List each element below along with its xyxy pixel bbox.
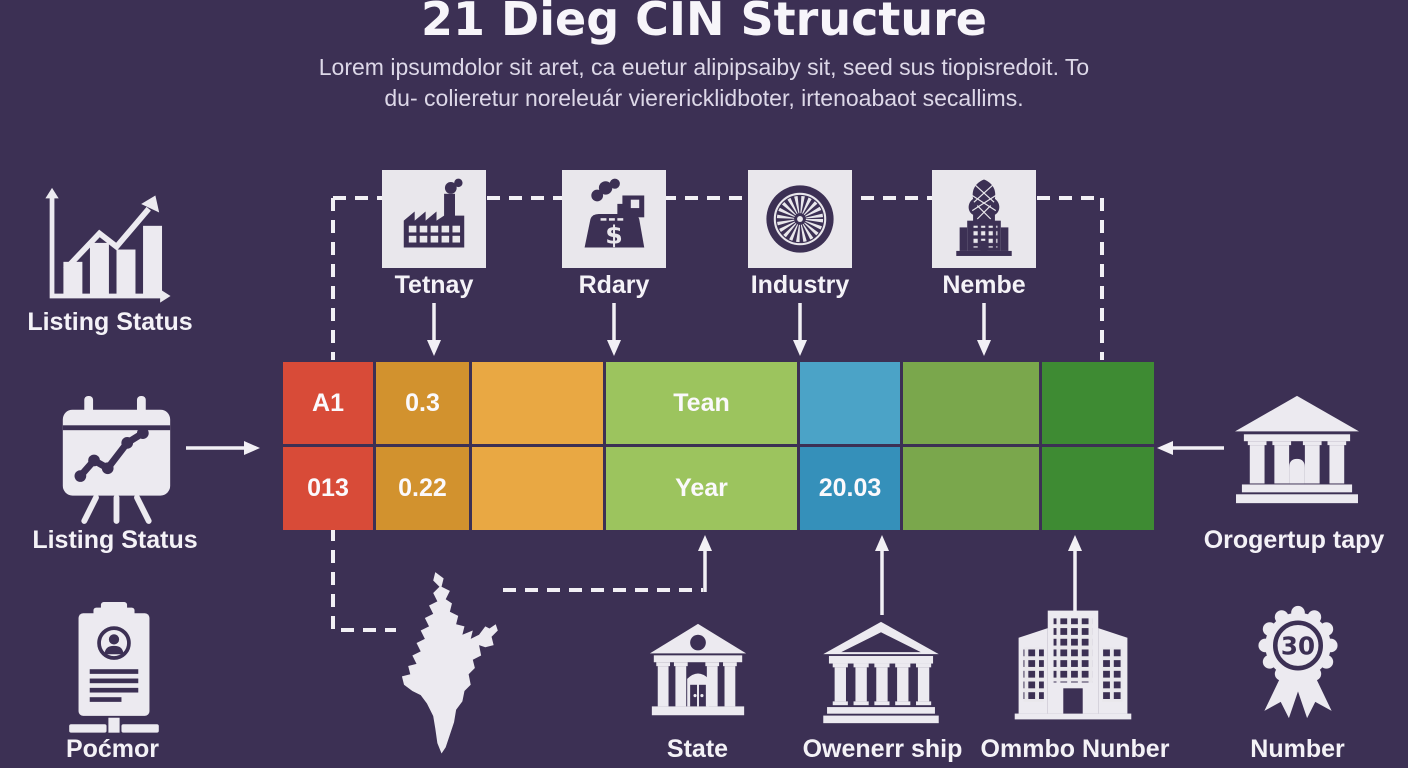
grid-cell: Year <box>606 447 797 530</box>
grid-cell <box>1042 362 1154 444</box>
grid-cell <box>903 447 1039 530</box>
tile-rdary-label: Rdary <box>578 271 650 299</box>
company-label: Ommbo Nunber <box>980 735 1170 763</box>
grid-cell: 013 <box>283 447 373 530</box>
badge-number: 30 <box>1281 632 1315 661</box>
state-label: State <box>666 735 729 763</box>
listing-status-top-label: Listing Status <box>27 308 193 336</box>
dollar-sign: $ <box>605 220 623 249</box>
grid-cell: Tean <box>606 362 797 444</box>
subtitle: Lorem ipsumdolor sit aret, ca euetur ali… <box>0 52 1408 114</box>
temple-icon <box>818 620 944 731</box>
tile-nembe-label: Nembe <box>942 271 1026 299</box>
money-building-icon: $ <box>584 178 645 249</box>
grid-cell <box>800 362 900 444</box>
ribbon-badge-icon: 30 <box>1248 596 1348 729</box>
grid-cell <box>472 362 603 444</box>
chakra-wheel-icon <box>766 185 834 253</box>
grid-cell <box>1042 447 1154 530</box>
tile-industry-label: Industry <box>750 271 850 299</box>
ornate-tower-icon <box>956 179 1012 256</box>
page-title: 21 Dieg CIN Structure <box>421 0 987 46</box>
badge-label: Number <box>1250 735 1345 763</box>
registrar-label: Orogertup tapy <box>1203 526 1385 554</box>
calendar-chart-icon <box>55 392 177 529</box>
grid-cell <box>903 362 1039 444</box>
state-building-icon <box>643 620 753 733</box>
office-building-icon <box>1005 604 1141 731</box>
grid-cell: 0.22 <box>376 447 469 530</box>
bar-chart-icon <box>35 186 180 319</box>
grid-cell: 0.3 <box>376 362 469 444</box>
grid-cell <box>472 447 603 530</box>
clipboard-person-icon <box>58 602 170 747</box>
bank-icon <box>1228 392 1366 517</box>
subtitle-line-2: du- colieretur noreleuár vierericklidbot… <box>384 85 1024 111</box>
subtitle-line-1: Lorem ipsumdolor sit aret, ca euetur ali… <box>318 54 1090 80</box>
tile-nembe <box>932 170 1036 268</box>
factory-icon <box>403 178 465 248</box>
cin-structure-grid: A1 0.3 Tean 013 0.22 Year 20.03 <box>283 362 1154 530</box>
tile-tetnay <box>382 170 486 268</box>
grid-cell: A1 <box>283 362 373 444</box>
ownership-label: Owenerr ship <box>802 735 963 763</box>
tile-industry <box>748 170 852 268</box>
grid-cell: 20.03 <box>800 447 900 530</box>
document-label: Poćmor <box>65 735 160 763</box>
header: 21 Dieg CIN Structure Lorem ipsumdolor s… <box>0 0 1408 114</box>
india-map-icon <box>395 568 511 768</box>
listing-status-mid-label: Listing Status <box>32 526 198 554</box>
tile-rdary: $ <box>562 170 666 268</box>
dashed-line-to-map <box>331 528 396 632</box>
tile-tetnay-label: Tetnay <box>394 271 474 299</box>
